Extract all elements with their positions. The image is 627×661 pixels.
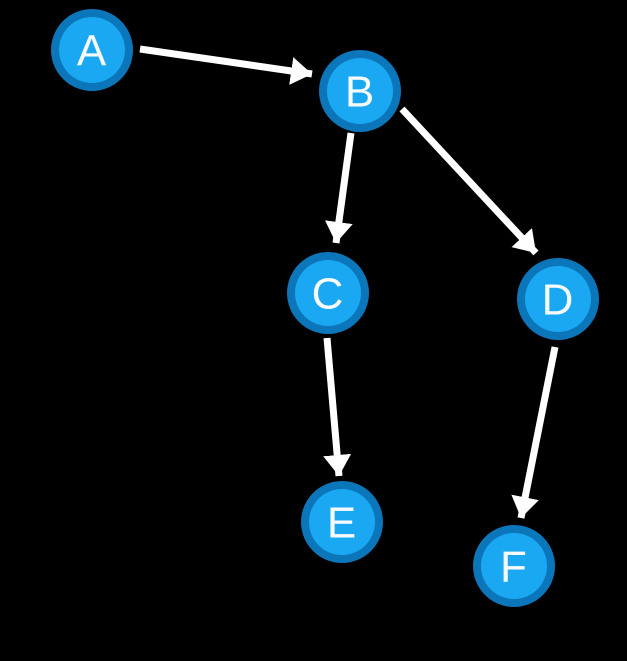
node-F[interactable]: F: [473, 525, 555, 607]
node-A-circle: [59, 17, 125, 83]
node-C[interactable]: C: [287, 252, 369, 334]
edge-B-D: [399, 106, 539, 256]
node-F-circle: [481, 533, 547, 599]
node-E-circle: [309, 489, 375, 555]
node-B[interactable]: B: [319, 50, 401, 132]
node-E[interactable]: E: [301, 481, 383, 563]
node-B-circle: [327, 58, 393, 124]
edge-A-B: [139, 45, 313, 85]
edge-D-F: [511, 346, 559, 519]
edge-B-C: [324, 132, 355, 244]
node-A[interactable]: A: [51, 9, 133, 91]
node-D[interactable]: D: [517, 258, 599, 340]
node-C-circle: [295, 260, 361, 326]
edge-C-E: [323, 337, 352, 477]
node-D-circle: [525, 266, 591, 332]
